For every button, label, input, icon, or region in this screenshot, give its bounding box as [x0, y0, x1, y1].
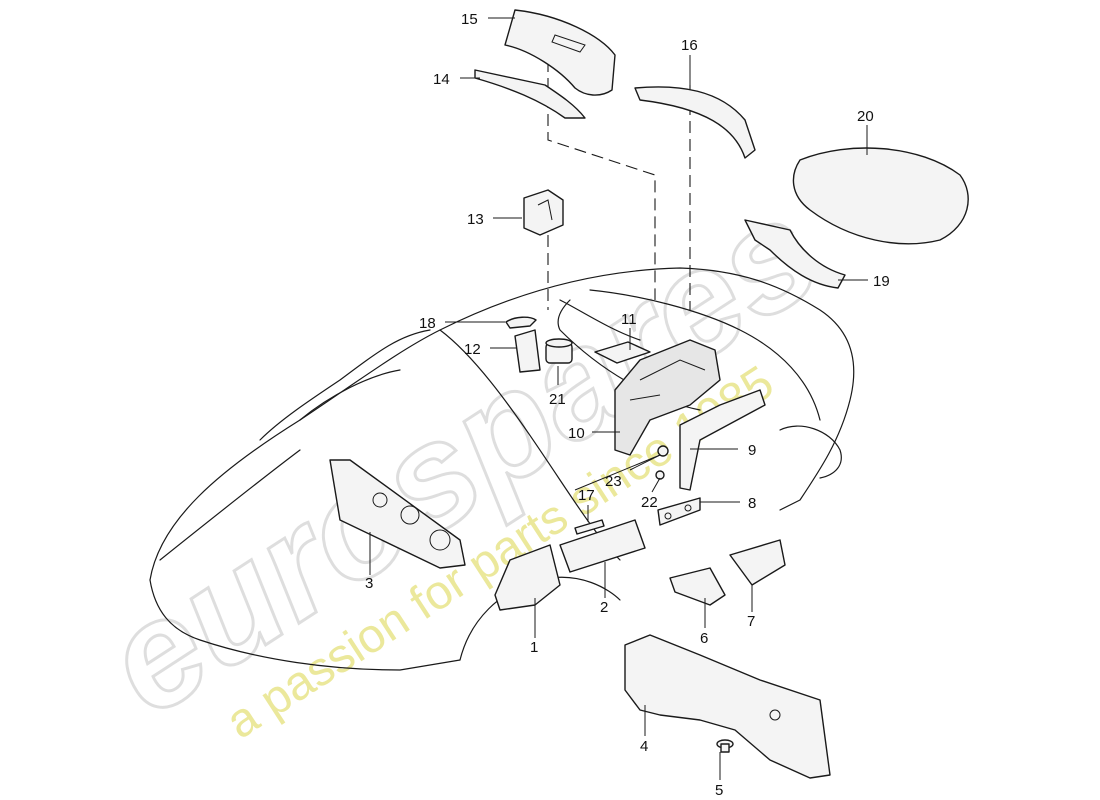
callout-16: 16: [681, 37, 698, 54]
part-15-shape[interactable]: [504, 9, 616, 96]
callout-10: 10: [568, 425, 585, 442]
watermark-logo: eurospares: [76, 165, 846, 746]
callout-5: 5: [715, 782, 723, 799]
callout-20: 20: [857, 108, 874, 125]
part-6-shape[interactable]: [669, 567, 726, 606]
part-2-shape[interactable]: [559, 519, 646, 573]
part-13-shape[interactable]: [523, 189, 564, 236]
callout-14: 14: [433, 71, 450, 88]
callout-8: 8: [748, 495, 756, 512]
callout-15: 15: [461, 11, 478, 28]
callout-1: 1: [530, 639, 538, 656]
part-9-shape[interactable]: [679, 389, 766, 491]
part-12-shape[interactable]: [514, 329, 541, 373]
part-4-shape[interactable]: [624, 634, 831, 779]
callout-22: 22: [641, 494, 658, 511]
callout-11: 11: [621, 311, 637, 328]
part-8-shape[interactable]: [657, 497, 701, 526]
leader-lines: [369, 17, 868, 780]
part-7-shape[interactable]: [729, 539, 786, 586]
part-10-shape[interactable]: [614, 339, 721, 456]
callout-19: 19: [873, 273, 890, 290]
part-5-shape[interactable]: [716, 739, 734, 753]
part-20-shape[interactable]: [792, 147, 969, 245]
callouts: 15 14 16 20 19 13 18 12 21 11 10 9 23 22…: [365, 11, 890, 799]
callout-7: 7: [747, 613, 755, 630]
callout-13: 13: [467, 211, 484, 228]
car-body-outline: [149, 267, 855, 671]
callout-21: 21: [549, 391, 566, 408]
part-11-shape[interactable]: [594, 341, 651, 364]
part-14-shape[interactable]: [474, 69, 586, 119]
callout-4: 4: [640, 738, 648, 755]
part-23-shape[interactable]: [657, 445, 669, 457]
part-17-shape[interactable]: [574, 519, 605, 535]
part-16-shape[interactable]: [634, 86, 756, 159]
callout-12: 12: [464, 341, 481, 358]
callout-18: 18: [419, 315, 436, 332]
watermark: eurospares a passion for parts since 198…: [74, 164, 847, 749]
part-19-shape[interactable]: [744, 219, 846, 289]
callout-3: 3: [365, 575, 373, 592]
part-18-shape[interactable]: [505, 316, 537, 329]
part-21-shape[interactable]: [545, 338, 573, 364]
part-3-shape[interactable]: [329, 459, 466, 569]
part-22-shape[interactable]: [655, 470, 665, 480]
callout-23: 23: [605, 473, 622, 490]
callout-9: 9: [748, 442, 756, 459]
callout-6: 6: [700, 630, 708, 647]
callout-17: 17: [578, 487, 595, 504]
callout-2: 2: [600, 599, 608, 616]
